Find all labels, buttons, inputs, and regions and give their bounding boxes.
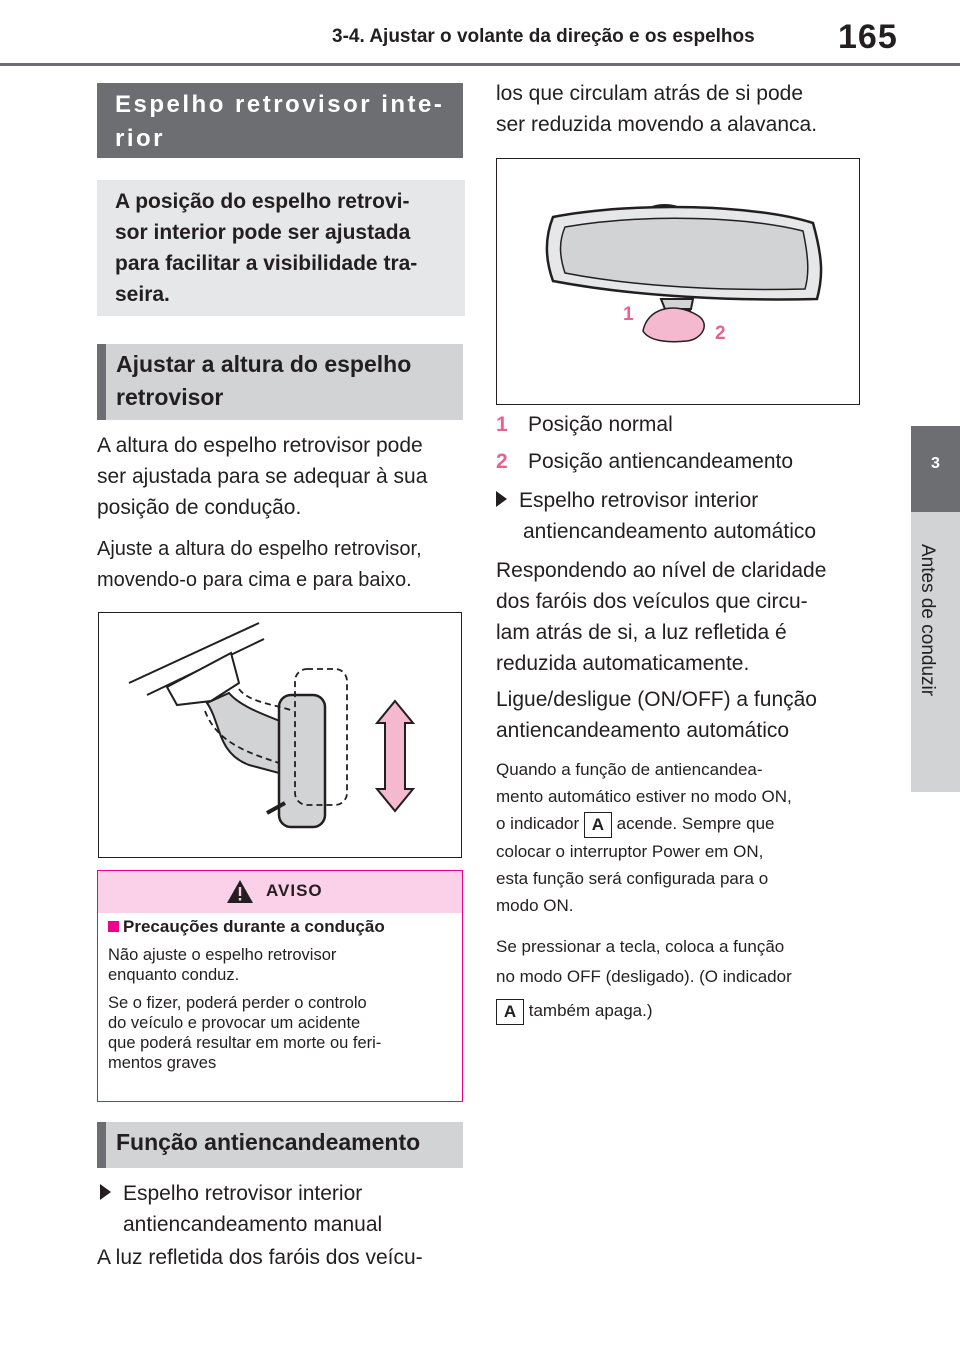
warning-paragraph-1: Não ajuste o espelho retrovisor enquanto… — [108, 946, 337, 984]
indicator-a-icon: A — [496, 998, 524, 1025]
intro-box: A posição do espelho retrovi- sor interi… — [97, 180, 465, 316]
height-paragraph-1: A altura do espelho retrovisor pode ser … — [97, 434, 428, 519]
auto-bullet: Espelho retrovisor interior antiencandea… — [496, 485, 896, 547]
section-title: Espelho retrovisor inte- rior — [97, 83, 463, 158]
page-number: 165 — [838, 18, 898, 56]
antiglare-mirror-illustration: 1 2 — [545, 204, 823, 344]
warning-header: AVISO — [98, 871, 462, 913]
chapter-tab-label-area — [911, 512, 960, 792]
warning-title: AVISO — [266, 881, 323, 900]
manual-paragraph: A luz refletida dos faróis dos veícu- — [97, 1246, 423, 1269]
figure-label-1: 1 — [623, 304, 634, 325]
warning-box: AVISO Precauções durante a condução Não … — [97, 870, 463, 1102]
manual-bullet: Espelho retrovisor interior antiencandea… — [100, 1178, 470, 1240]
auto-note-2: Se pressionar a tecla, coloca a função n… — [496, 932, 896, 1026]
warning-body: Precauções durante a condução Não ajuste… — [98, 913, 462, 1085]
chapter-tab — [911, 426, 960, 512]
subheading-height: Ajustar a altura do espelho retrovisor — [97, 344, 463, 420]
triangle-bullet-icon — [496, 491, 507, 507]
onoff-heading: Ligue/desligue (ON/OFF) a função antienc… — [496, 688, 817, 742]
auto-note-1: Quando a função de antiencandea- mento a… — [496, 760, 792, 915]
header-rule — [0, 63, 960, 66]
warning-paragraph-2: Se o fizer, poderá perder o controlo do … — [108, 994, 382, 1072]
warning-heading: Precauções durante a condução — [108, 917, 452, 937]
chapter-number: 3 — [931, 455, 940, 472]
indicator-a-icon: A — [583, 811, 612, 838]
figure-label-2: 2 — [715, 323, 726, 344]
manual-paragraph-continued: los que circulam atrás de si pode ser re… — [496, 82, 818, 136]
square-bullet-icon — [108, 921, 119, 932]
mirror-height-figure — [98, 612, 462, 858]
warning-triangle-icon — [227, 880, 253, 903]
auto-paragraph: Respondendo ao nível de claridade dos fa… — [496, 559, 827, 675]
subheading-antiglare: Função antiencandeamento — [97, 1122, 463, 1168]
mirror-height-illustration — [128, 622, 416, 829]
antiglare-mirror-figure: 1 2 — [496, 158, 860, 405]
triangle-bullet-icon — [100, 1184, 111, 1200]
running-header: 3-4. Ajustar o volante da direção e os e… — [332, 26, 755, 47]
height-paragraph-2: Ajuste a altura do espelho retrovisor, m… — [97, 538, 422, 591]
